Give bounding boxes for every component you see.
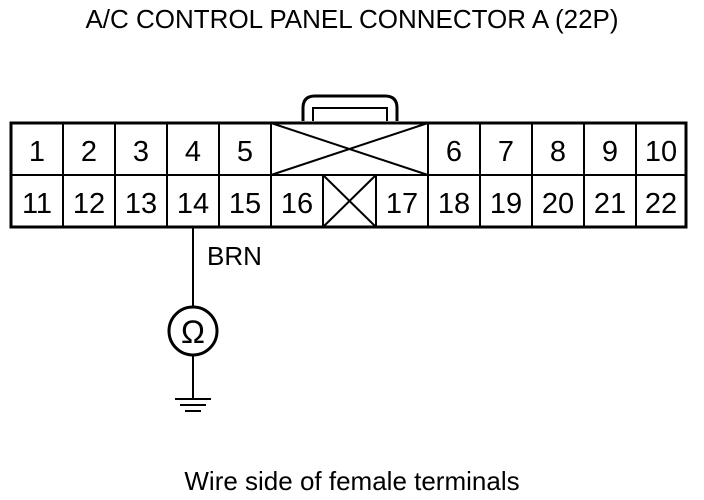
diagram-caption: Wire side of female terminals [184,466,520,496]
terminal-21: 21 [594,188,626,220]
terminal-2: 2 [81,136,97,168]
terminal-8: 8 [550,136,566,168]
terminal-4: 4 [185,136,201,168]
terminal-11: 11 [22,188,52,220]
terminal-9: 9 [602,136,618,168]
terminal-14: 14 [177,188,209,220]
terminal-13: 13 [125,188,157,220]
top-row: 1 2 3 4 5 6 7 8 9 10 [29,122,677,176]
terminal-15: 15 [229,188,261,220]
terminal-22: 22 [645,188,677,220]
lock-tab-inner [312,107,388,121]
lock-tab-icon [301,94,399,121]
bottom-row: 11 12 13 14 15 16 17 18 19 20 21 22 [22,174,677,228]
terminal-3: 3 [133,136,149,168]
terminal-1: 1 [29,136,45,168]
wire-color-label: BRN [207,241,262,271]
terminal-16: 16 [281,188,313,220]
terminal-12: 12 [73,188,105,220]
terminal-20: 20 [542,188,574,220]
terminal-10: 10 [645,136,677,168]
terminal-5: 5 [237,136,253,168]
diagram-title: A/C CONTROL PANEL CONNECTOR A (22P) [85,4,619,34]
terminal-17: 17 [386,188,418,220]
ground-icon [175,398,211,412]
ohm-symbol: Ω [181,314,205,350]
terminal-6: 6 [446,136,462,168]
ohmmeter-icon: Ω [167,305,219,357]
terminal-18: 18 [438,188,470,220]
terminal-19: 19 [490,188,522,220]
terminal-7: 7 [498,136,514,168]
